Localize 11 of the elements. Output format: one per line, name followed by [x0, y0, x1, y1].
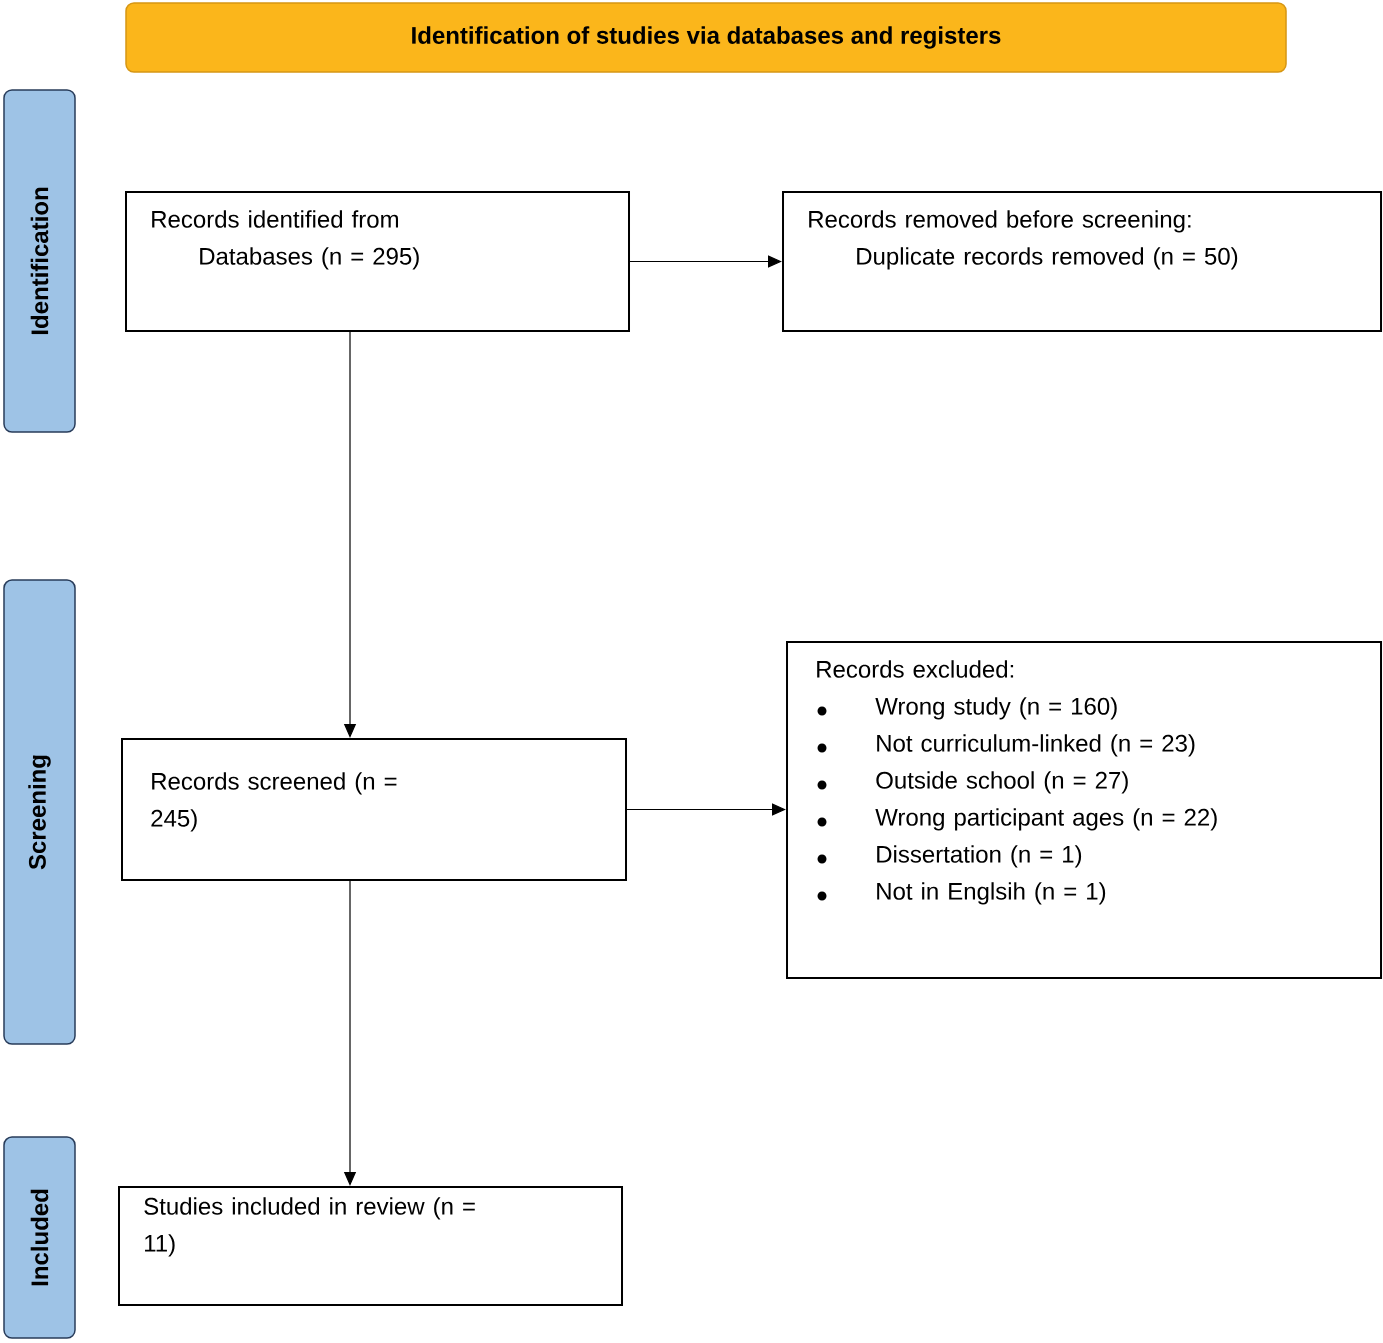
arrow — [629, 255, 782, 268]
process-box: Records removed before screening: Duplicate records removed (n = 50) — [782, 191, 1382, 332]
process-box: Studies included in review (n = 11) — [118, 1186, 623, 1306]
phase-label: Screening — [3, 579, 76, 1045]
arrow — [626, 803, 786, 816]
phase-label: Identification — [3, 89, 76, 433]
phase-label: Included — [3, 1136, 76, 1339]
section-header: Identification of studies via databases and registers — [125, 2, 1287, 73]
process-box: Records screened (n = 245) — [121, 738, 627, 881]
process-box: Records identified from Databases (n = 295) — [125, 191, 630, 332]
process-box: Records excluded: Wrong study (n = 160) Not curriculum-linked (n = 23) Outside school (n = 27) Wrong participant ages (n = 22) Dissertation (n = 1) Not in Englsih (n = 1) — [786, 641, 1382, 979]
